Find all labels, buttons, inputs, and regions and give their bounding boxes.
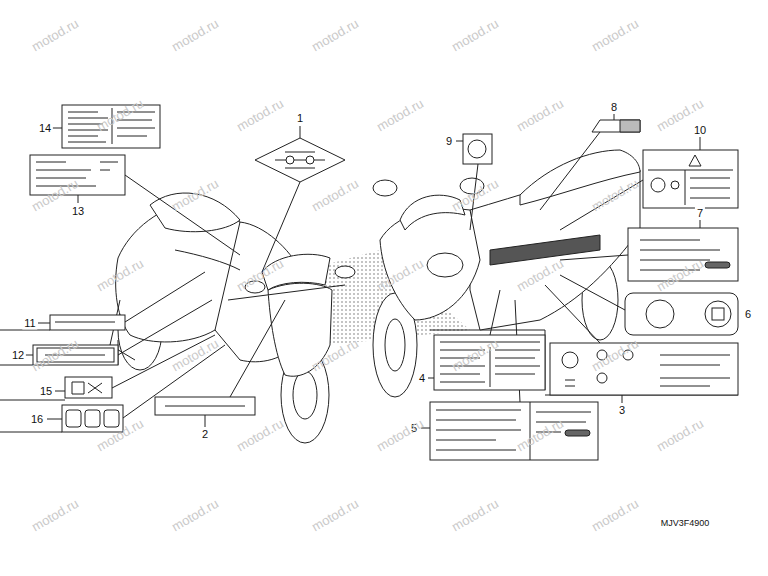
motorcycle-front-view-part [380,209,480,320]
caution-labels-part [625,293,738,335]
caution-labels-part [689,155,701,166]
watermark: motod.ru [235,417,286,454]
motorcycle-rear-view-part [335,266,355,278]
leader-lines-part [25,114,700,428]
callout-number: 15 [38,385,54,398]
watermark: motod.ru [310,17,361,54]
caution-labels-part [155,397,255,415]
motorcycle-front-view-part [490,235,600,265]
motorcycle-rear-view [110,193,355,443]
caution-labels-part [62,405,123,432]
caution-labels-part [705,262,730,268]
callout-number: 3 [617,404,627,417]
watermark: motod.ru [375,97,426,134]
drawing-code: MJV3F4900 [659,518,712,529]
caution-labels-part [65,377,112,398]
watermark: motod.ru [30,17,81,54]
callout-number: 1 [295,112,305,125]
callout-number: 2 [200,428,210,441]
caution-labels [30,105,738,460]
caution-labels-part [565,430,590,436]
motorcycle-front-view-part [373,180,397,196]
caution-labels-part [592,120,640,132]
caution-labels-part [104,410,119,427]
motorcycle-front-view-part [385,319,405,371]
watermark: motod.ru [170,17,221,54]
callout-number: 11 [22,317,37,330]
caution-labels-part [562,352,578,368]
caution-labels-part [565,355,730,386]
caution-labels-part [286,156,294,164]
callout-number: 8 [609,101,619,114]
callout-number: 7 [695,207,705,220]
caution-labels-part [255,138,345,182]
caution-labels-part [646,300,674,328]
motorcycle-rear-view-part [175,250,240,270]
watermark: motod.ru [30,497,81,534]
callout-number: 14 [37,122,53,135]
callout-number: 6 [743,308,753,321]
caution-labels-part [550,343,738,395]
callout-number: 13 [70,205,86,218]
caution-labels-part [165,406,245,407]
caution-labels-part [651,178,665,192]
watermark: motod.ru [450,17,501,54]
caution-labels-part [72,382,102,394]
caution-labels-part [468,140,486,158]
caution-labels-part [436,402,591,460]
watermark: motod.ru [515,97,566,134]
caution-labels-part [643,150,738,208]
caution-labels-part [463,134,492,164]
callout-number: 4 [417,372,427,385]
caution-labels-part [55,322,115,323]
watermark: motod.ru [235,97,286,134]
watermark: motod.ru [375,417,426,454]
watermark: motod.ru [450,497,501,534]
watermark: motod.ru [655,417,706,454]
motorcycle-front-view [373,150,640,397]
callout-number: 12 [10,349,26,362]
caution-labels-part [705,301,731,327]
caution-labels-part [671,181,679,189]
caution-labels-part [306,156,314,164]
caution-labels-part [712,308,724,320]
watermark: motod.ru [590,497,641,534]
caution-labels-part [434,335,545,390]
callout-number: 10 [692,124,708,137]
callout-number: 16 [29,413,45,426]
motorcycle-rear-view-part [293,371,317,419]
caution-labels-part [648,170,733,205]
caution-labels-part [597,373,607,383]
watermark: motod.ru [310,177,361,214]
watermark: motod.ru [590,17,641,54]
motorcycle-front-view-part [427,253,463,277]
caution-labels-part [50,315,125,330]
watermark: motod.ru [170,497,221,534]
caution-labels-part [66,410,81,427]
caution-labels-part [430,402,598,460]
leader-lines-part [112,175,300,418]
callout-number: 9 [444,135,454,148]
leader-lines [25,114,700,428]
caution-labels-part [620,120,640,132]
watermark: motod.ru [310,497,361,534]
caution-labels-part [85,410,100,427]
caution-labels-part [275,152,325,168]
